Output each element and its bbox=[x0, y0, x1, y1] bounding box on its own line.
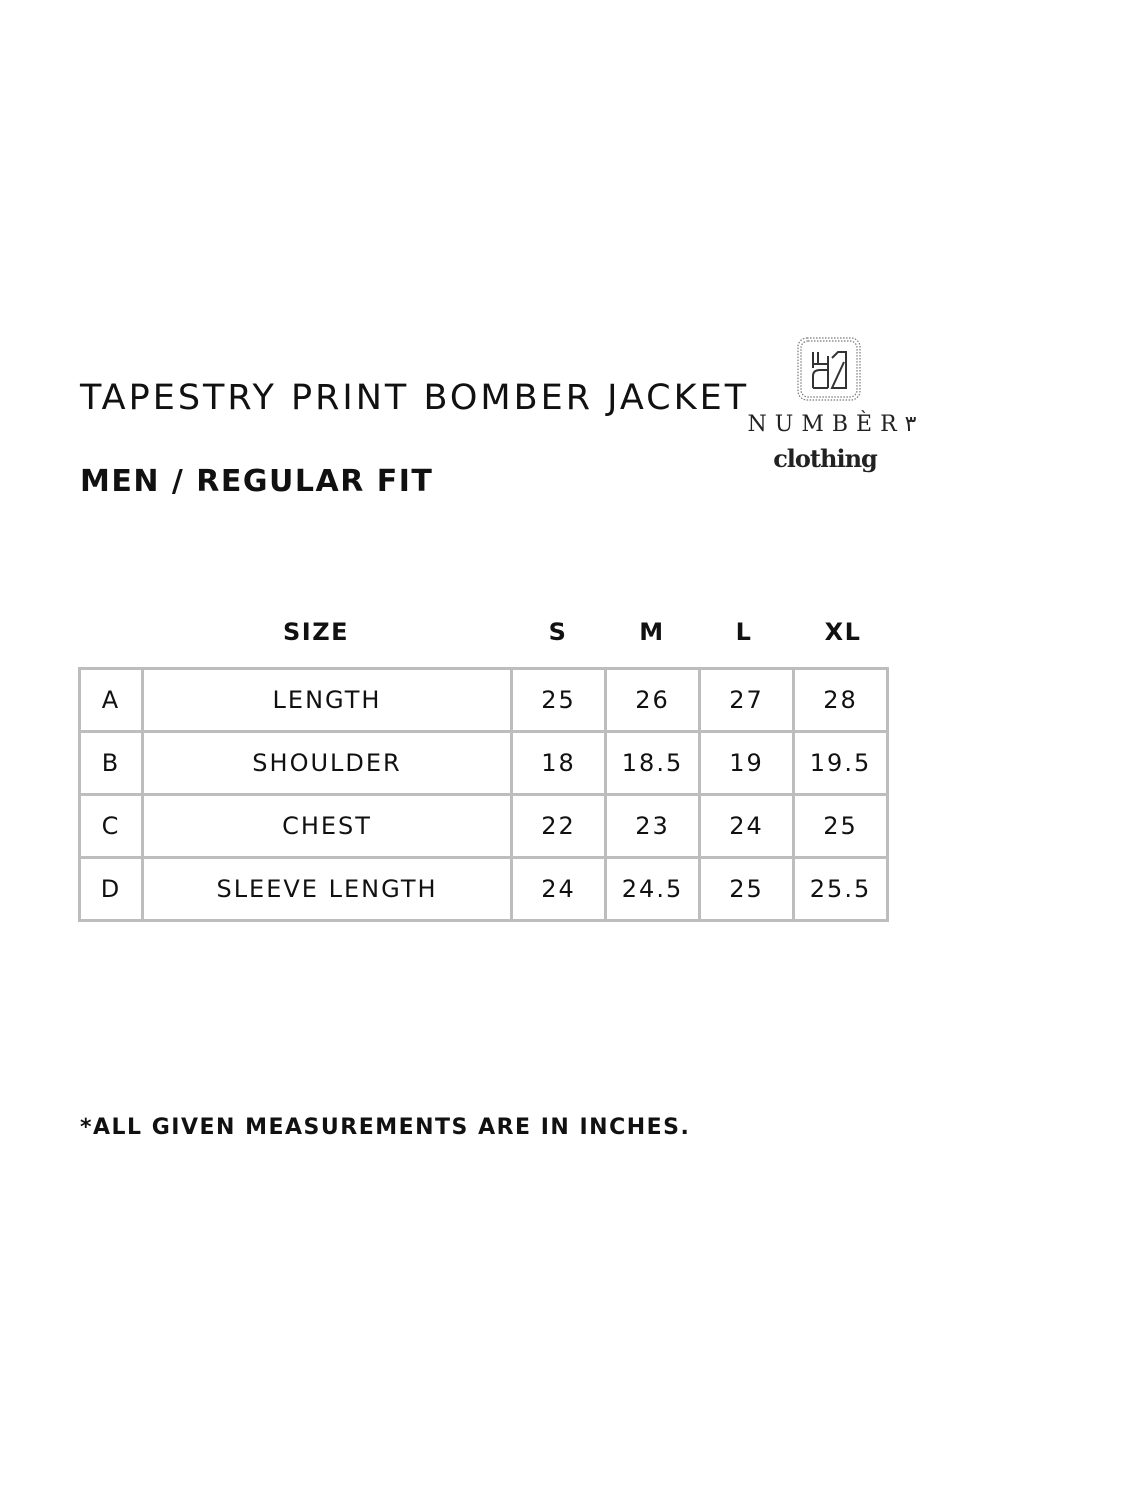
value-xl: 28 bbox=[792, 667, 889, 733]
size-header-row: SIZE S M L XL bbox=[0, 618, 1125, 652]
size-header-l: L bbox=[735, 618, 753, 646]
row-letter: B bbox=[78, 730, 144, 796]
measurement-name: SHOULDER bbox=[141, 730, 513, 796]
measurement-name: LENGTH bbox=[141, 667, 513, 733]
value-l: 27 bbox=[698, 667, 795, 733]
value-s: 24 bbox=[510, 856, 607, 922]
value-m: 23 bbox=[604, 793, 701, 859]
table-row: C CHEST 22 23 24 25 bbox=[78, 793, 889, 859]
row-letter: D bbox=[78, 856, 144, 922]
table-row: D SLEEVE LENGTH 24 24.5 25 25.5 bbox=[78, 856, 889, 922]
table-row: B SHOULDER 18 18.5 19 19.5 bbox=[78, 730, 889, 796]
value-s: 25 bbox=[510, 667, 607, 733]
table-row: A LENGTH 25 26 27 28 bbox=[78, 667, 889, 733]
measurement-footnote: *ALL GIVEN MEASUREMENTS ARE IN INCHES. bbox=[80, 1115, 691, 1140]
value-s: 18 bbox=[510, 730, 607, 796]
brand-wordmark: NUMBÈR٣ bbox=[747, 412, 917, 437]
value-xl: 19.5 bbox=[792, 730, 889, 796]
monogram-logo-icon bbox=[797, 337, 861, 401]
value-xl: 25.5 bbox=[792, 856, 889, 922]
measurement-name: SLEEVE LENGTH bbox=[141, 856, 513, 922]
value-m: 24.5 bbox=[604, 856, 701, 922]
product-title: TAPESTRY PRINT BOMBER JACKET bbox=[80, 378, 750, 418]
row-letter: A bbox=[78, 667, 144, 733]
value-l: 19 bbox=[698, 730, 795, 796]
value-l: 24 bbox=[698, 793, 795, 859]
measurement-name: CHEST bbox=[141, 793, 513, 859]
size-header-s: S bbox=[548, 618, 568, 646]
row-letter: C bbox=[78, 793, 144, 859]
size-header-label: SIZE bbox=[282, 618, 350, 646]
size-chart-table: A LENGTH 25 26 27 28 B SHOULDER 18 18.5 … bbox=[78, 667, 889, 922]
brand-tagline: clothing bbox=[773, 444, 878, 473]
value-xl: 25 bbox=[792, 793, 889, 859]
size-header-m: M bbox=[639, 618, 665, 646]
value-m: 18.5 bbox=[604, 730, 701, 796]
value-s: 22 bbox=[510, 793, 607, 859]
value-l: 25 bbox=[698, 856, 795, 922]
size-header-xl: XL bbox=[824, 618, 862, 646]
fit-subtitle: MEN / REGULAR FIT bbox=[80, 464, 434, 499]
brand-logo: NUMBÈR٣ clothing bbox=[732, 334, 932, 479]
value-m: 26 bbox=[604, 667, 701, 733]
